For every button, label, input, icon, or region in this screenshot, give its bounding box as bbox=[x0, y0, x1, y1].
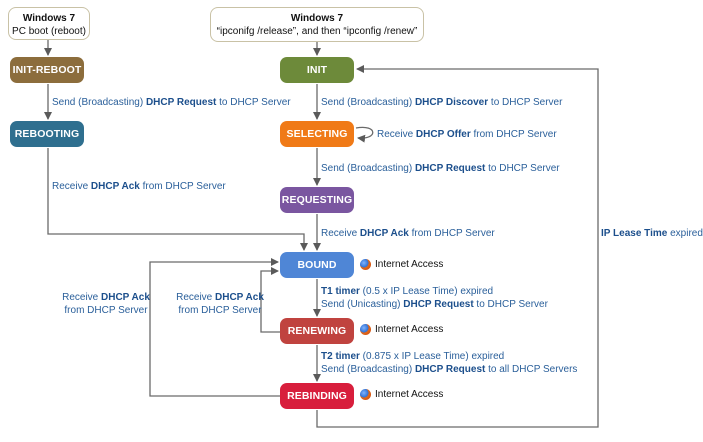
label-text: Receive bbox=[321, 228, 360, 239]
label-text: to DHCP Server bbox=[485, 163, 560, 174]
label-bold: IP Lease Time bbox=[601, 228, 668, 239]
label-ack: Receive DHCP Ack from DHCP Server bbox=[321, 227, 495, 240]
label-text: to DHCP Server bbox=[473, 299, 548, 310]
note-title: Windows 7 bbox=[22, 13, 76, 24]
firefox-icon bbox=[360, 324, 371, 335]
label-bold: T2 timer bbox=[321, 351, 360, 362]
internet-access-label: Internet Access bbox=[375, 324, 444, 335]
label-text: Send (Broadcasting) bbox=[52, 97, 146, 108]
state-renewing: RENEWING bbox=[280, 318, 354, 344]
label-bold: DHCP Request bbox=[145, 97, 217, 108]
note-title: Windows 7 bbox=[290, 13, 344, 24]
label-text: (0.5 x IP Lease Time) expired bbox=[359, 286, 494, 297]
label-rebind-ack: Receive DHCP Ack from DHCP Server bbox=[62, 291, 150, 317]
internet-access-rebinding: Internet Access bbox=[360, 389, 443, 400]
label-renew-ack: Receive DHCP Ack from DHCP Server bbox=[176, 291, 264, 317]
label-text: to DHCP Server bbox=[488, 97, 563, 108]
label-text: from DHCP Server bbox=[178, 305, 262, 316]
state-rebinding: REBINDING bbox=[280, 383, 354, 409]
internet-access-label: Internet Access bbox=[375, 259, 444, 270]
label-offer: Receive DHCP Offer from DHCP Server bbox=[377, 128, 557, 141]
state-bound: BOUND bbox=[280, 252, 354, 278]
label-text: Send (Broadcasting) bbox=[321, 364, 415, 375]
label-text: to DHCP Server bbox=[216, 97, 291, 108]
internet-access-renewing: Internet Access bbox=[360, 324, 443, 335]
label-text: from DHCP Server bbox=[64, 305, 148, 316]
label-bold: DHCP Request bbox=[403, 299, 474, 310]
internet-access-label: Internet Access bbox=[375, 389, 444, 400]
label-text: expired bbox=[667, 228, 703, 239]
state-init-reboot: INIT-REBOOT bbox=[10, 57, 84, 83]
label-bold: DHCP Request bbox=[414, 364, 486, 375]
label-bold: DHCP Ack bbox=[215, 292, 264, 303]
state-rebooting: REBOOTING bbox=[10, 121, 84, 147]
label-text: Send (Broadcasting) bbox=[321, 97, 415, 108]
label-bold: DHCP Discover bbox=[414, 97, 489, 108]
label-bold: DHCP Ack bbox=[90, 181, 140, 192]
note-text: “ipconifg /release”, and then “ipconfig … bbox=[216, 26, 418, 37]
label-text: Receive bbox=[176, 292, 215, 303]
label-text: (0.875 x IP Lease Time) expired bbox=[359, 351, 505, 362]
label-reboot-ack: Receive DHCP Ack from DHCP Server bbox=[52, 180, 226, 193]
label-text: Receive bbox=[62, 292, 101, 303]
label-bold: DHCP Ack bbox=[101, 292, 150, 303]
label-text: Send (Unicasting) bbox=[321, 299, 404, 310]
label-text: Receive bbox=[377, 129, 416, 140]
label-request: Send (Broadcasting) DHCP Request to DHCP… bbox=[321, 162, 560, 175]
note-pc-boot: Windows 7 PC boot (reboot) bbox=[8, 7, 90, 40]
label-text: Receive bbox=[52, 181, 91, 192]
label-text: from DHCP Server bbox=[408, 228, 495, 239]
state-requesting: REQUESTING bbox=[280, 187, 354, 213]
label-lease-expired: IP Lease Time expired bbox=[601, 227, 703, 240]
label-bold: DHCP Offer bbox=[415, 129, 471, 140]
note-ipconfig: Windows 7 “ipconifg /release”, and then … bbox=[210, 7, 424, 42]
firefox-icon bbox=[360, 259, 371, 270]
label-discover: Send (Broadcasting) DHCP Discover to DHC… bbox=[321, 96, 562, 109]
label-t2: T2 timer (0.875 x IP Lease Time) expired… bbox=[321, 350, 577, 376]
internet-access-bound: Internet Access bbox=[360, 259, 443, 270]
label-bold: DHCP Request bbox=[414, 163, 486, 174]
label-text: from DHCP Server bbox=[139, 181, 226, 192]
label-bold: T1 timer bbox=[321, 286, 360, 297]
label-reboot-request: Send (Broadcasting) DHCP Request to DHCP… bbox=[52, 96, 291, 109]
state-init: INIT bbox=[280, 57, 354, 83]
label-text: from DHCP Server bbox=[470, 129, 557, 140]
label-text: to all DHCP Servers bbox=[485, 364, 578, 375]
label-text: Send (Broadcasting) bbox=[321, 163, 415, 174]
label-t1: T1 timer (0.5 x IP Lease Time) expired S… bbox=[321, 285, 548, 311]
firefox-icon bbox=[360, 389, 371, 400]
state-selecting: SELECTING bbox=[280, 121, 354, 147]
note-text: PC boot (reboot) bbox=[12, 26, 86, 37]
label-bold: DHCP Ack bbox=[359, 228, 409, 239]
